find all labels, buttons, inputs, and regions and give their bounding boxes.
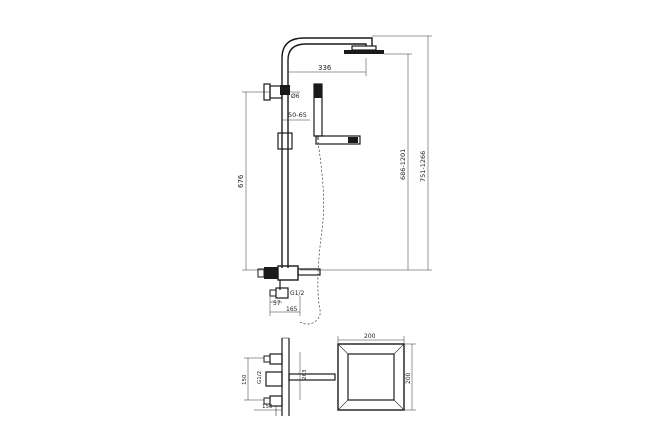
dim-label-body-height: 676 — [237, 174, 245, 188]
dim-label-height-a: 686-1201 — [399, 149, 407, 180]
shower-arm-inner — [287, 43, 367, 78]
shower-arm — [281, 37, 373, 78]
side-dim-label-height: 150 — [242, 374, 248, 385]
dim-label-inlet-thread: G1/2 — [290, 290, 304, 297]
head-corner-tl — [337, 343, 349, 355]
shower-head — [344, 50, 384, 54]
side-view: 150 G1/2 150 263 — [242, 337, 336, 416]
mixer-body — [277, 265, 299, 281]
side-upper-connector — [269, 353, 283, 365]
side-dim-label-thread: G1/2 — [257, 371, 263, 384]
soap-shelf-end — [348, 137, 358, 143]
side-upper-knob — [263, 355, 271, 363]
dim-label-bracket: 50-65 — [288, 111, 307, 119]
dim-label-inlet-spacing: 165 — [286, 306, 298, 313]
inlet-elbow — [269, 289, 277, 297]
shower-head-connector — [351, 45, 377, 51]
head-inner-square — [347, 353, 395, 401]
head-dim-label-width: 200 — [364, 333, 376, 340]
dim-label-height-b: 751-1266 — [419, 151, 427, 182]
dim-label-handle: Ø6 — [291, 93, 300, 100]
hand-shower-head — [314, 84, 322, 98]
bath-spout — [297, 268, 321, 276]
front-view: 336 Ø6 50-65 676 686-1201 751-1266 G1/2 … — [237, 35, 432, 325]
head-top-view: 200 200 — [337, 333, 416, 411]
side-lower-knob — [263, 397, 271, 405]
hose — [299, 141, 325, 325]
bracket-clamp-top — [280, 85, 290, 95]
head-corner-br — [393, 399, 405, 411]
head-outer-square — [337, 343, 405, 411]
side-dim-label-depth: 263 — [302, 369, 308, 380]
head-corner-bl — [337, 399, 349, 411]
diverter-handle — [275, 287, 289, 299]
side-dim-label-spacing: 150 — [262, 404, 273, 410]
head-dim-label-depth: 200 — [405, 372, 412, 384]
slider-bracket — [277, 132, 293, 150]
side-spout — [288, 373, 336, 381]
mixer-handle-knob — [257, 268, 265, 278]
side-mixer — [265, 371, 283, 387]
head-corner-tr — [393, 343, 405, 355]
soap-shelf — [315, 135, 361, 145]
dim-label-arm: 336 — [318, 64, 332, 72]
dim-label-spout: 57 — [273, 300, 281, 307]
mixer-handle — [264, 267, 278, 279]
